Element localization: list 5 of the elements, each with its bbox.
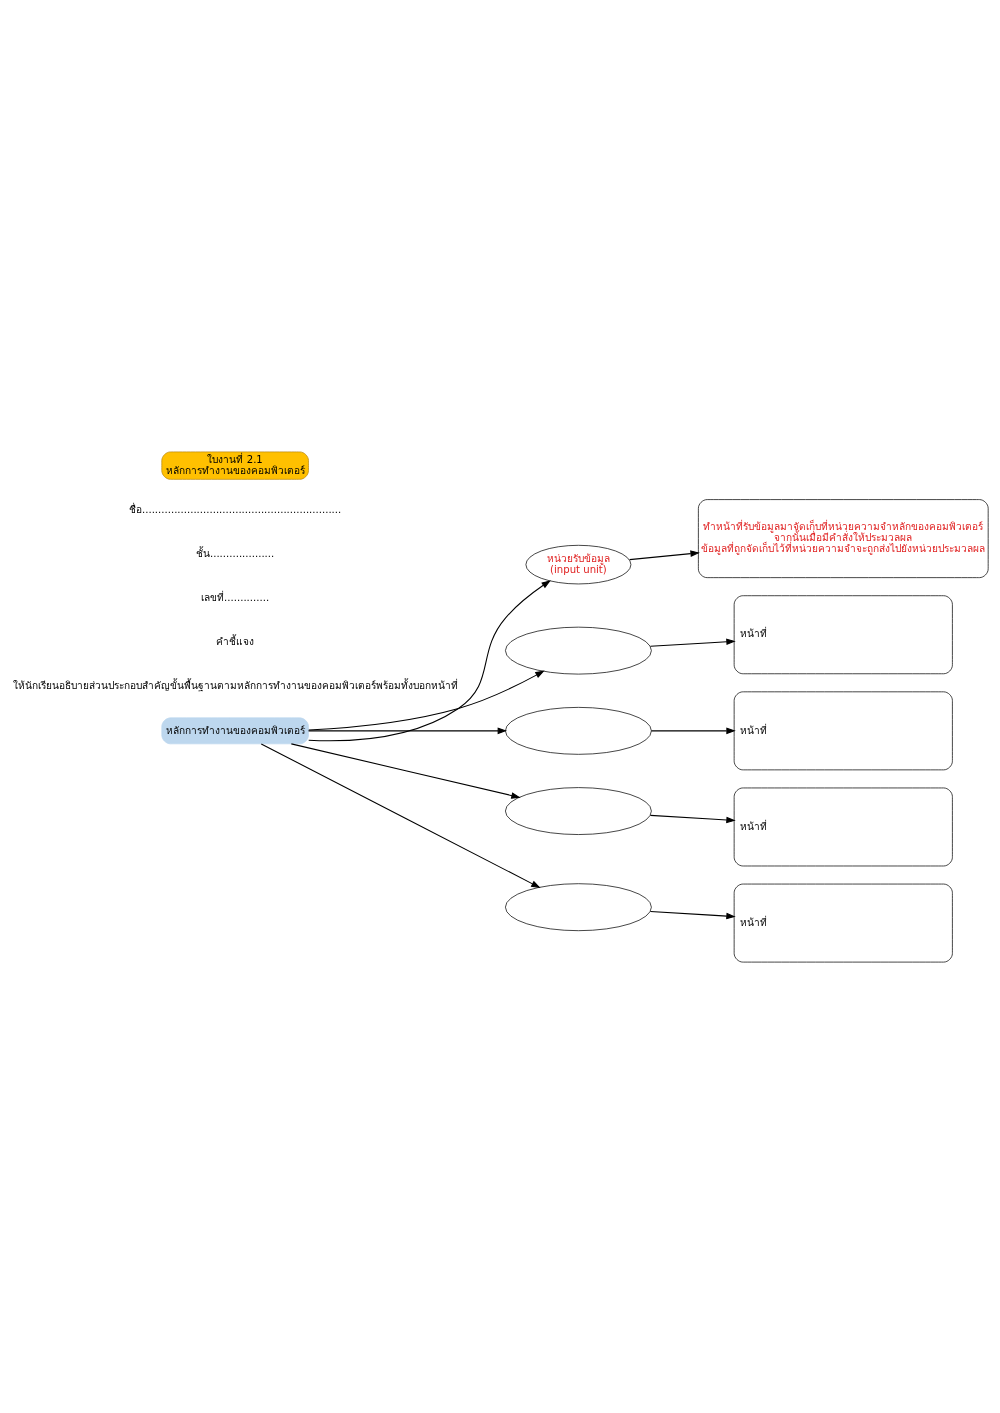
label: คำชี้แจง <box>216 635 255 647</box>
label: ชื่อ.............................................................. <box>129 503 342 515</box>
label: ให้นักเรียนอธิบายส่วนประกอบสำคัญขั้นพื้นฐานตามหลักการทำงานของคอมพิวเตอร์พร้อมทั้งบอกหน้าที่ <box>12 679 458 691</box>
label: ชั้น.................... <box>195 547 275 559</box>
label: เลขที่.............. <box>201 591 270 603</box>
